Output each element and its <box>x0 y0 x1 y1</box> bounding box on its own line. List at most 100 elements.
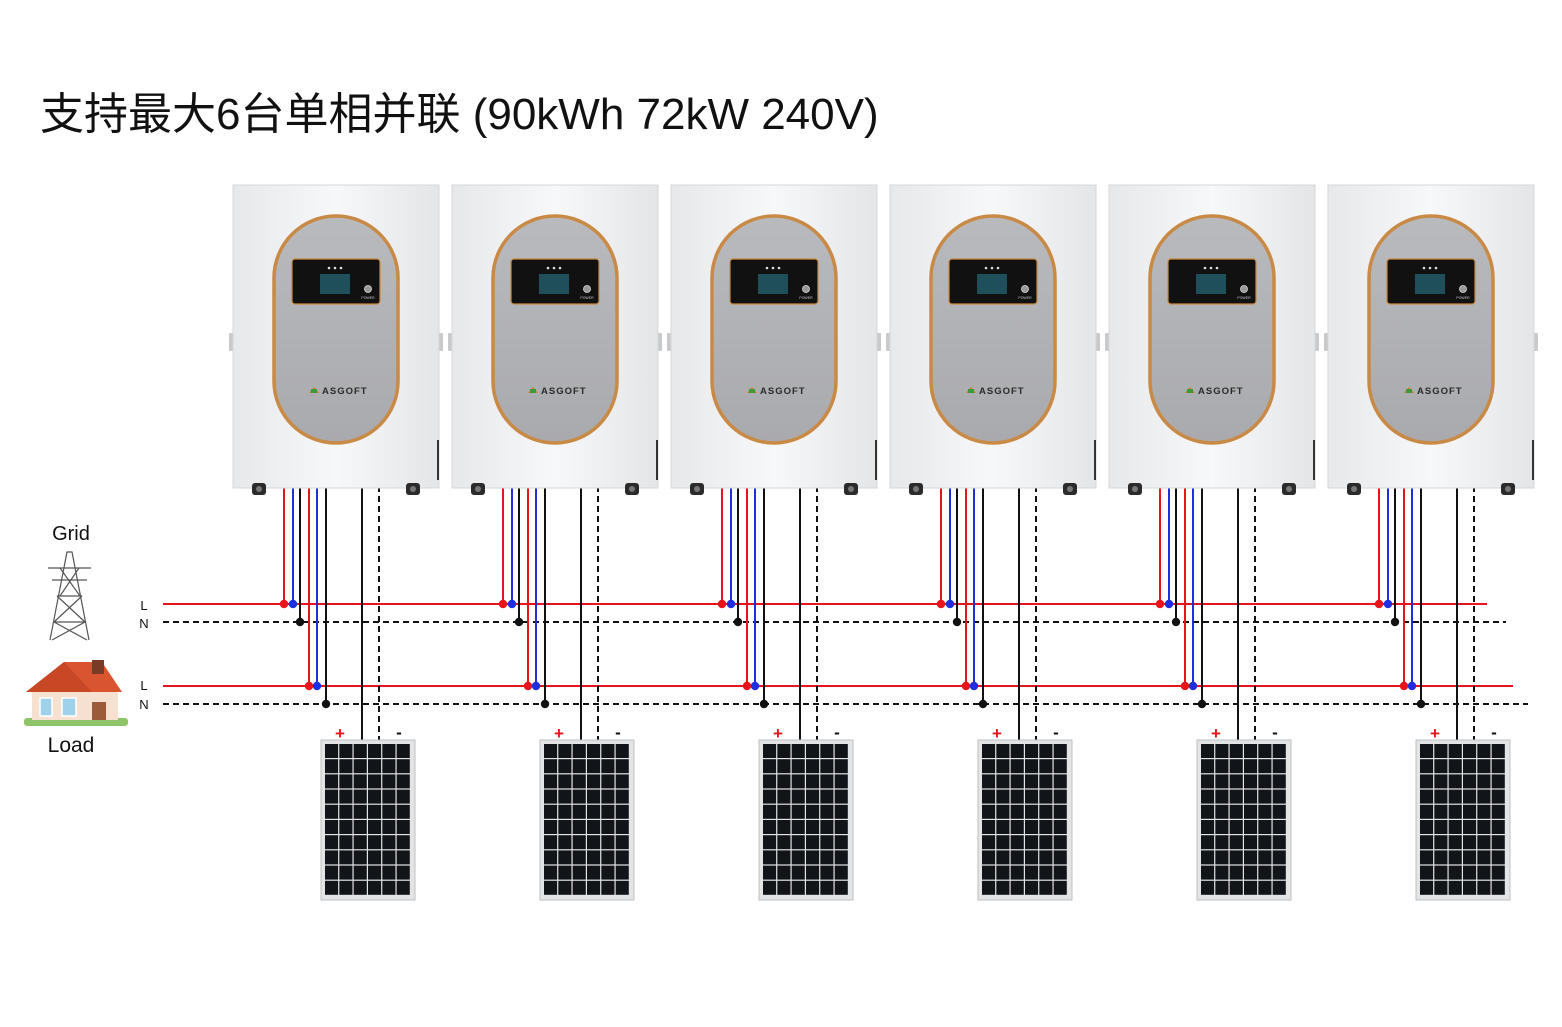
pv-cell <box>353 744 367 758</box>
pv-cell <box>1448 804 1462 819</box>
wheel-hub <box>1351 486 1357 492</box>
junction-dot <box>726 599 736 609</box>
junction-dot <box>288 599 298 609</box>
pv-cell <box>1201 804 1215 819</box>
pv-cell <box>1010 865 1024 880</box>
pv-cell <box>558 835 572 850</box>
pv-cell <box>1434 744 1448 758</box>
pv-cell <box>544 789 558 804</box>
pv-cell <box>368 804 382 819</box>
pv-cell <box>1215 865 1229 880</box>
pv-cell <box>353 880 367 895</box>
pv-cell <box>777 774 791 789</box>
pv-cell <box>382 759 396 774</box>
pv-cell <box>325 804 339 819</box>
pv-cell <box>325 820 339 834</box>
pv-cell <box>1258 804 1272 819</box>
junction-dot <box>978 699 988 709</box>
pv-cell <box>806 774 820 789</box>
pv-cell <box>368 774 382 789</box>
pv-cell <box>791 865 805 880</box>
pv-minus-label-5: - <box>1272 723 1278 742</box>
pv-cell <box>777 759 791 774</box>
pv-cell <box>1201 865 1215 880</box>
pv-cell <box>339 820 353 834</box>
status-led <box>1209 266 1213 270</box>
junction-dot <box>759 699 769 709</box>
pv-cell <box>1039 820 1053 834</box>
pv-cell <box>339 744 353 758</box>
pv-cell <box>1229 865 1243 880</box>
pv-cell <box>396 774 410 789</box>
power-label: POWER <box>1018 296 1032 300</box>
power-label: POWER <box>580 296 594 300</box>
pv-cell <box>601 865 615 880</box>
junction-dot <box>498 599 508 609</box>
pv-cell <box>572 820 586 834</box>
lcd-screen <box>1415 274 1445 294</box>
brand-logo-leaf <box>968 389 974 393</box>
pv-cell <box>834 865 848 880</box>
status-led <box>333 266 337 270</box>
pv-cell <box>791 804 805 819</box>
pv-cell <box>763 835 777 850</box>
pv-cell <box>1420 850 1434 865</box>
pv-cell <box>1229 835 1243 850</box>
pv-cell <box>558 820 572 834</box>
status-led <box>339 266 343 270</box>
power-label: POWER <box>799 296 813 300</box>
pv-cell <box>382 820 396 834</box>
pv-cell <box>396 744 410 758</box>
pv-cell <box>982 835 996 850</box>
pv-cell <box>1229 850 1243 865</box>
pv-cell <box>1215 804 1229 819</box>
pv-cell <box>1491 759 1505 774</box>
solar-panel-icon <box>977 739 1073 901</box>
grid-label: Grid <box>52 523 90 545</box>
pv-cell <box>1244 804 1258 819</box>
pv-cell <box>572 744 586 758</box>
wheel-hub <box>694 486 700 492</box>
pv-cell <box>572 880 586 895</box>
pv-cell <box>353 759 367 774</box>
pv-cell <box>777 835 791 850</box>
pv-cell <box>791 850 805 865</box>
pv-cell <box>1201 789 1215 804</box>
pv-cell <box>791 880 805 895</box>
pv-cell <box>1215 789 1229 804</box>
pv-cell <box>396 880 410 895</box>
cabinet-edge <box>437 440 439 480</box>
pv-cell <box>1215 774 1229 789</box>
cabinet-edge <box>875 440 877 480</box>
brand-name: ASGOFT <box>1417 386 1463 397</box>
pv-cell <box>820 804 834 819</box>
status-led <box>1434 266 1438 270</box>
pv-cell <box>1477 850 1491 865</box>
junction-dot <box>1399 681 1409 691</box>
pv-cell <box>368 759 382 774</box>
junction-dot <box>1390 617 1400 627</box>
pv-cell <box>1420 804 1434 819</box>
pv-cell <box>587 880 601 895</box>
pv-cell <box>1025 774 1039 789</box>
load-neutral-label: N <box>139 697 148 712</box>
lcd-screen <box>1196 274 1226 294</box>
pv-cell <box>1434 774 1448 789</box>
pv-cell <box>806 789 820 804</box>
junction-dot <box>742 681 752 691</box>
pv-cell <box>325 880 339 895</box>
pv-cell <box>382 835 396 850</box>
pv-cell <box>1053 880 1067 895</box>
pv-cell <box>1010 744 1024 758</box>
pv-cell <box>806 744 820 758</box>
grid-line-label: L <box>140 598 147 613</box>
pv-cell <box>1463 865 1477 880</box>
pv-cell <box>1039 880 1053 895</box>
front-panel <box>710 214 838 445</box>
wheel-hub <box>913 486 919 492</box>
page-title: 支持最大6台单相并联 (90kWh 72kW 240V) <box>40 90 879 139</box>
pv-cell <box>544 880 558 895</box>
solar-panel-icon <box>539 739 635 901</box>
pv-cell <box>601 880 615 895</box>
pv-cell <box>1244 789 1258 804</box>
